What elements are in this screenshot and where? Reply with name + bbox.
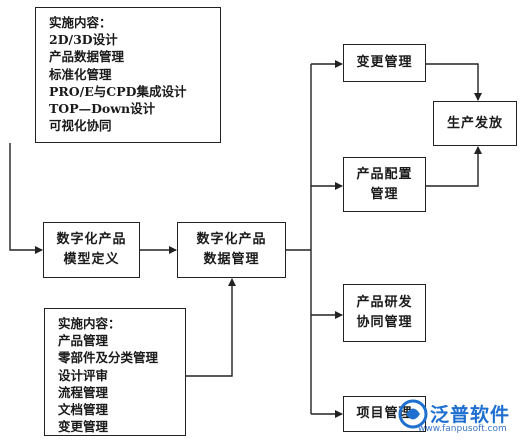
watermark-url: www.fanpusoft.com — [418, 424, 507, 434]
node-label-line: 产品研发 — [356, 295, 413, 310]
impl-top-item: PRO/E与CPD集成设计 — [49, 83, 187, 99]
node-product-config-management: 产品配置 管理 — [343, 157, 426, 212]
node-label-line: 产品配置 — [356, 166, 413, 182]
watermark-brand: 泛普软件 — [430, 404, 511, 426]
node-label-line: 项目管理 — [356, 406, 413, 421]
fanpusoft-watermark: 泛普软件 www.fanpusoft.com — [396, 397, 526, 441]
impl-bottom-item: 变更管理 — [58, 419, 109, 435]
connector-config-to-release — [426, 146, 482, 187]
impl-bottom-item: 产品管理 — [58, 333, 109, 349]
node-digital-model-definition: 数字化产品 模型定义 — [43, 222, 140, 278]
node-label-line: 数据管理 — [203, 252, 260, 267]
connector-impl-bottom-to-data — [186, 278, 236, 377]
connector-change-to-release — [426, 63, 482, 101]
connector-impl-top-to-model — [9, 143, 43, 254]
impl-bottom-item: 流程管理 — [58, 384, 109, 400]
impl-top-item: 可视化协同 — [49, 118, 112, 134]
node-label-line: 生产发放 — [446, 115, 503, 131]
impl-content-bottom-box: 实施内容： 产品管理 零部件及分类管理 设计评审 流程管理 文档管理 变更管理 — [44, 308, 186, 436]
impl-top-item: 2D/3D设计 — [49, 32, 118, 48]
node-label-line: 模型定义 — [63, 252, 120, 267]
impl-top-item: TOP—Down设计 — [49, 101, 156, 117]
impl-top-heading: 实施内容： — [49, 15, 112, 30]
impl-bottom-item: 文档管理 — [58, 402, 109, 418]
impl-content-top-box: 实施内容： 2D/3D设计 产品数据管理 标准化管理 PRO/E与CPD集成设计… — [35, 7, 221, 143]
node-label-line: 协同管理 — [356, 315, 413, 330]
impl-bottom-heading: 实施内容： — [58, 316, 121, 331]
node-digital-data-management: 数字化产品 数据管理 — [177, 222, 286, 278]
node-label-line: 变更管理 — [356, 55, 413, 70]
node-production-release: 生产发放 — [433, 101, 517, 146]
impl-top-item: 标准化管理 — [49, 66, 112, 82]
node-change-management: 变更管理 — [343, 44, 426, 82]
impl-top-item: 产品数据管理 — [49, 49, 125, 65]
node-rd-collab-management: 产品研发 协同管理 — [343, 284, 426, 342]
impl-bottom-item: 设计评审 — [58, 367, 109, 383]
node-label-line: 数字化产品 — [56, 232, 127, 247]
node-label-line: 管理 — [370, 186, 399, 202]
node-label-line: 数字化产品 — [196, 232, 267, 247]
fanpusoft-logo-icon — [398, 399, 428, 429]
impl-bottom-item: 零部件及分类管理 — [58, 350, 159, 366]
